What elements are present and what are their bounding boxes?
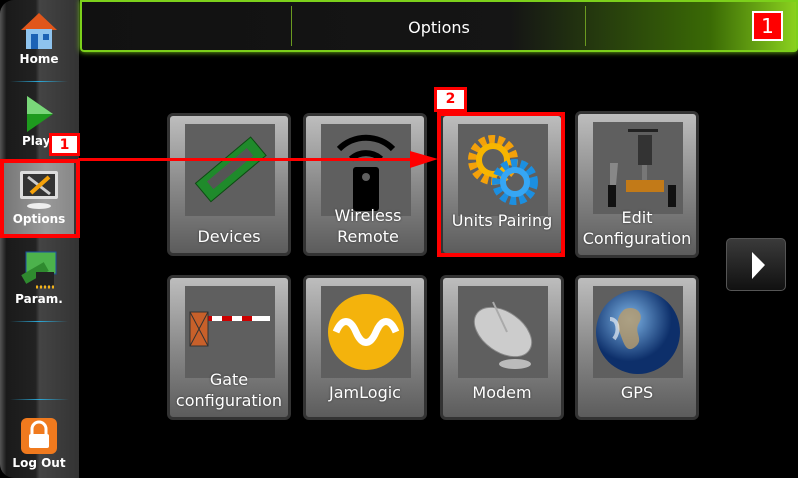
sidebar-item-label: Log Out	[12, 456, 66, 470]
tile-label: Wireless Remote	[334, 206, 402, 246]
header-badge: 1	[752, 11, 783, 41]
tile-label: Units Pairing	[451, 211, 553, 230]
tile-label: Modem	[472, 383, 532, 402]
parameters-icon	[21, 251, 57, 289]
sidebar-item-home[interactable]: Home	[4, 10, 74, 82]
next-page-button[interactable]	[726, 238, 786, 291]
tile-label: Edit Configuration	[582, 208, 692, 248]
tile-label: GPS	[620, 383, 654, 402]
tile-gate-configuration[interactable]: Gate configuration	[167, 275, 291, 420]
tile-modem[interactable]: Modem	[440, 275, 564, 420]
sidebar: Home Play Options Param. Log Out	[0, 0, 79, 478]
satellite-dish-icon	[473, 301, 533, 369]
annotation-highlight-units-pairing	[437, 112, 565, 257]
chevron-right-icon	[752, 252, 765, 279]
page-title: Options	[408, 18, 470, 37]
wireless-remote-icon	[336, 134, 396, 211]
gears-icon	[468, 135, 538, 205]
sidebar-item-label: Options	[12, 212, 66, 226]
tile-units-pairing[interactable]: Units Pairing	[440, 113, 564, 256]
sidebar-item-play[interactable]: Play	[4, 94, 74, 156]
jamlogic-icon	[328, 294, 404, 370]
tile-jamlogic[interactable]: JamLogic	[303, 275, 427, 420]
memory-module-icon	[194, 136, 267, 203]
annotation-step-1: 1	[49, 133, 80, 156]
annotation-step-2: 2	[434, 87, 467, 112]
home-icon	[21, 13, 57, 49]
play-icon	[27, 96, 53, 132]
tile-label: Devices	[197, 227, 261, 246]
sidebar-item-parameters[interactable]: Param.	[4, 250, 74, 322]
annotation-arrow-head	[410, 151, 438, 168]
annotation-arrow-line	[78, 158, 423, 161]
barrier-gate-icon	[189, 311, 270, 347]
vehicle-configuration-icon	[608, 129, 676, 207]
sidebar-item-label: Param.	[15, 292, 63, 306]
annotation-highlight-options	[0, 159, 80, 238]
tile-wireless-remote[interactable]: Wireless Remote	[303, 113, 427, 256]
tile-label: JamLogic	[329, 383, 401, 402]
header-bar: Options	[80, 0, 798, 52]
options-icon	[20, 171, 58, 209]
tile-gps[interactable]: GPS	[575, 275, 699, 420]
sidebar-item-label: Play	[22, 134, 51, 148]
tile-devices[interactable]: Devices	[167, 113, 291, 256]
lock-icon	[21, 418, 57, 454]
tile-label: Gate configuration	[175, 370, 283, 410]
sidebar-item-label: Home	[19, 52, 59, 66]
sidebar-item-options[interactable]: Options	[4, 162, 74, 234]
globe-icon	[596, 290, 680, 374]
divider	[10, 399, 69, 400]
sidebar-item-log-out[interactable]: Log Out	[4, 416, 74, 476]
tile-edit-configuration[interactable]: Edit Configuration	[575, 111, 699, 258]
